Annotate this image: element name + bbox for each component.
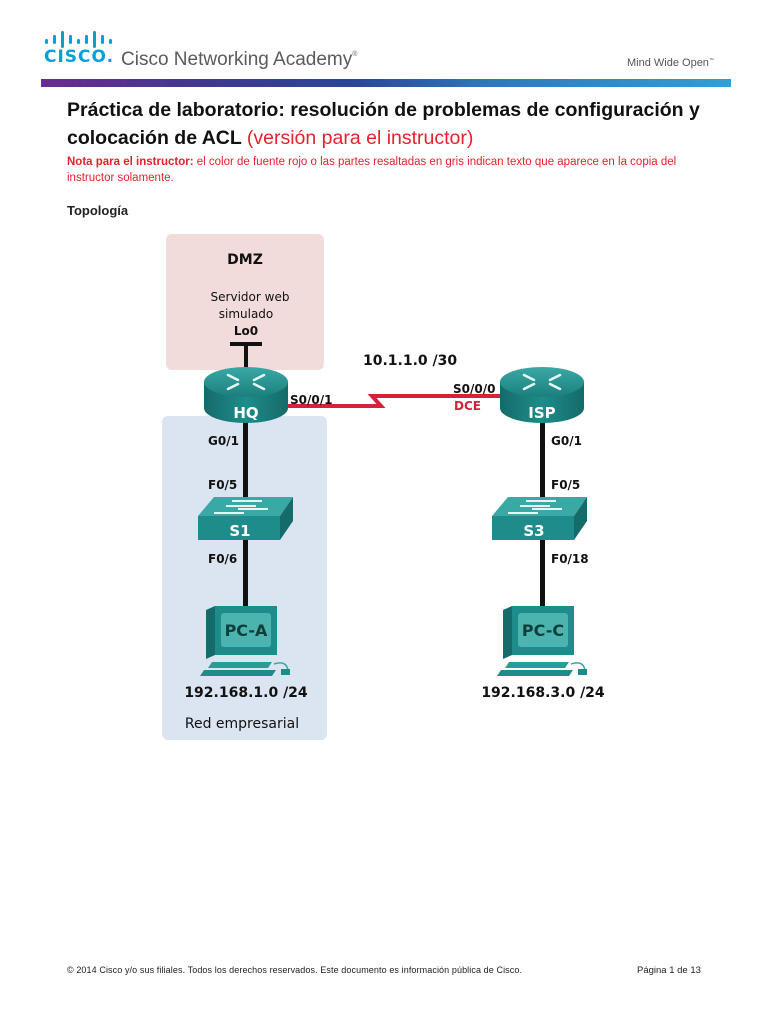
router-hq-icon[interactable]: HQ	[204, 367, 288, 423]
dmz-area	[166, 234, 324, 370]
isp-g-interface: G0/1	[551, 434, 582, 448]
note-label: Nota para el instructor:	[67, 156, 194, 168]
hq-g-interface: G0/1	[208, 434, 239, 448]
link-s1-pca	[243, 540, 248, 610]
academy-name: Cisco Networking Academy®	[121, 49, 357, 71]
loopback-connector	[230, 342, 262, 372]
switch-s1-label: S1	[229, 522, 250, 540]
switch-s1-icon[interactable]: S1	[198, 497, 293, 540]
section-heading-topology: Topología	[67, 203, 129, 218]
academy-name-text: Cisco Networking Academy	[121, 49, 353, 70]
s1-uplink-interface: F0/5	[208, 478, 237, 492]
link-hq-s1	[243, 420, 248, 500]
loopback-label: Lo0	[234, 324, 258, 338]
serial-link	[286, 394, 510, 408]
cisco-logo-wordmark: CISCO.	[44, 47, 115, 67]
s3-uplink-interface: F0/5	[551, 478, 580, 492]
enterprise-area-label: Red empresarial	[185, 716, 299, 732]
hq-serial-interface: S0/0/1	[290, 393, 332, 407]
dmz-desc-line2: simulado	[219, 307, 274, 321]
pc-c-label: PC-C	[522, 621, 564, 640]
isp-serial-interface: S0/0/0	[453, 382, 495, 396]
pc-c-icon[interactable]: PC-C	[497, 606, 587, 676]
page-title: Práctica de laboratorio: resolución de p…	[67, 96, 707, 152]
pc-a-label: PC-A	[225, 621, 268, 640]
dmz-desc-line1: Servidor web	[211, 290, 290, 304]
registered-mark: ®	[352, 51, 358, 58]
note-text: el color de fuente rojo o las partes res…	[67, 156, 677, 184]
serial-network-label: 10.1.1.0 /30	[363, 353, 457, 369]
footer-copyright: © 2014 Cisco y/o sus filiales. Todos los…	[67, 965, 523, 975]
switch-s3-label: S3	[523, 522, 544, 540]
cisco-logo-bars-icon	[45, 31, 112, 48]
switch-s3-icon[interactable]: S3	[492, 497, 587, 540]
s1-downlink-interface: F0/6	[208, 552, 237, 566]
header-gradient-bar	[41, 79, 731, 87]
router-isp-icon[interactable]: ISP	[500, 367, 584, 423]
title-instructor-suffix: (versión para el instructor)	[246, 127, 474, 149]
dmz-title: DMZ	[227, 252, 263, 268]
link-isp-s3	[540, 420, 545, 500]
dce-label: DCE	[454, 399, 481, 413]
title-main: Práctica de laboratorio: resolución de p…	[67, 99, 700, 149]
s3-downlink-interface: F0/18	[551, 552, 589, 566]
router-hq-label: HQ	[233, 404, 258, 422]
tagline: Mind Wide Open™	[627, 57, 714, 69]
right-lan-network: 192.168.3.0 /24	[481, 685, 605, 701]
link-s3-pcc	[540, 540, 545, 610]
instructor-note: Nota para el instructor: el color de fue…	[67, 154, 707, 186]
tagline-text: Mind Wide Open	[627, 57, 709, 69]
pc-a-icon[interactable]: PC-A	[200, 606, 290, 676]
router-isp-label: ISP	[528, 404, 555, 422]
trademark-mark: ™	[708, 57, 714, 64]
left-lan-network: 192.168.1.0 /24	[184, 685, 308, 701]
footer-page-number: Página 1 de 13	[637, 965, 701, 976]
